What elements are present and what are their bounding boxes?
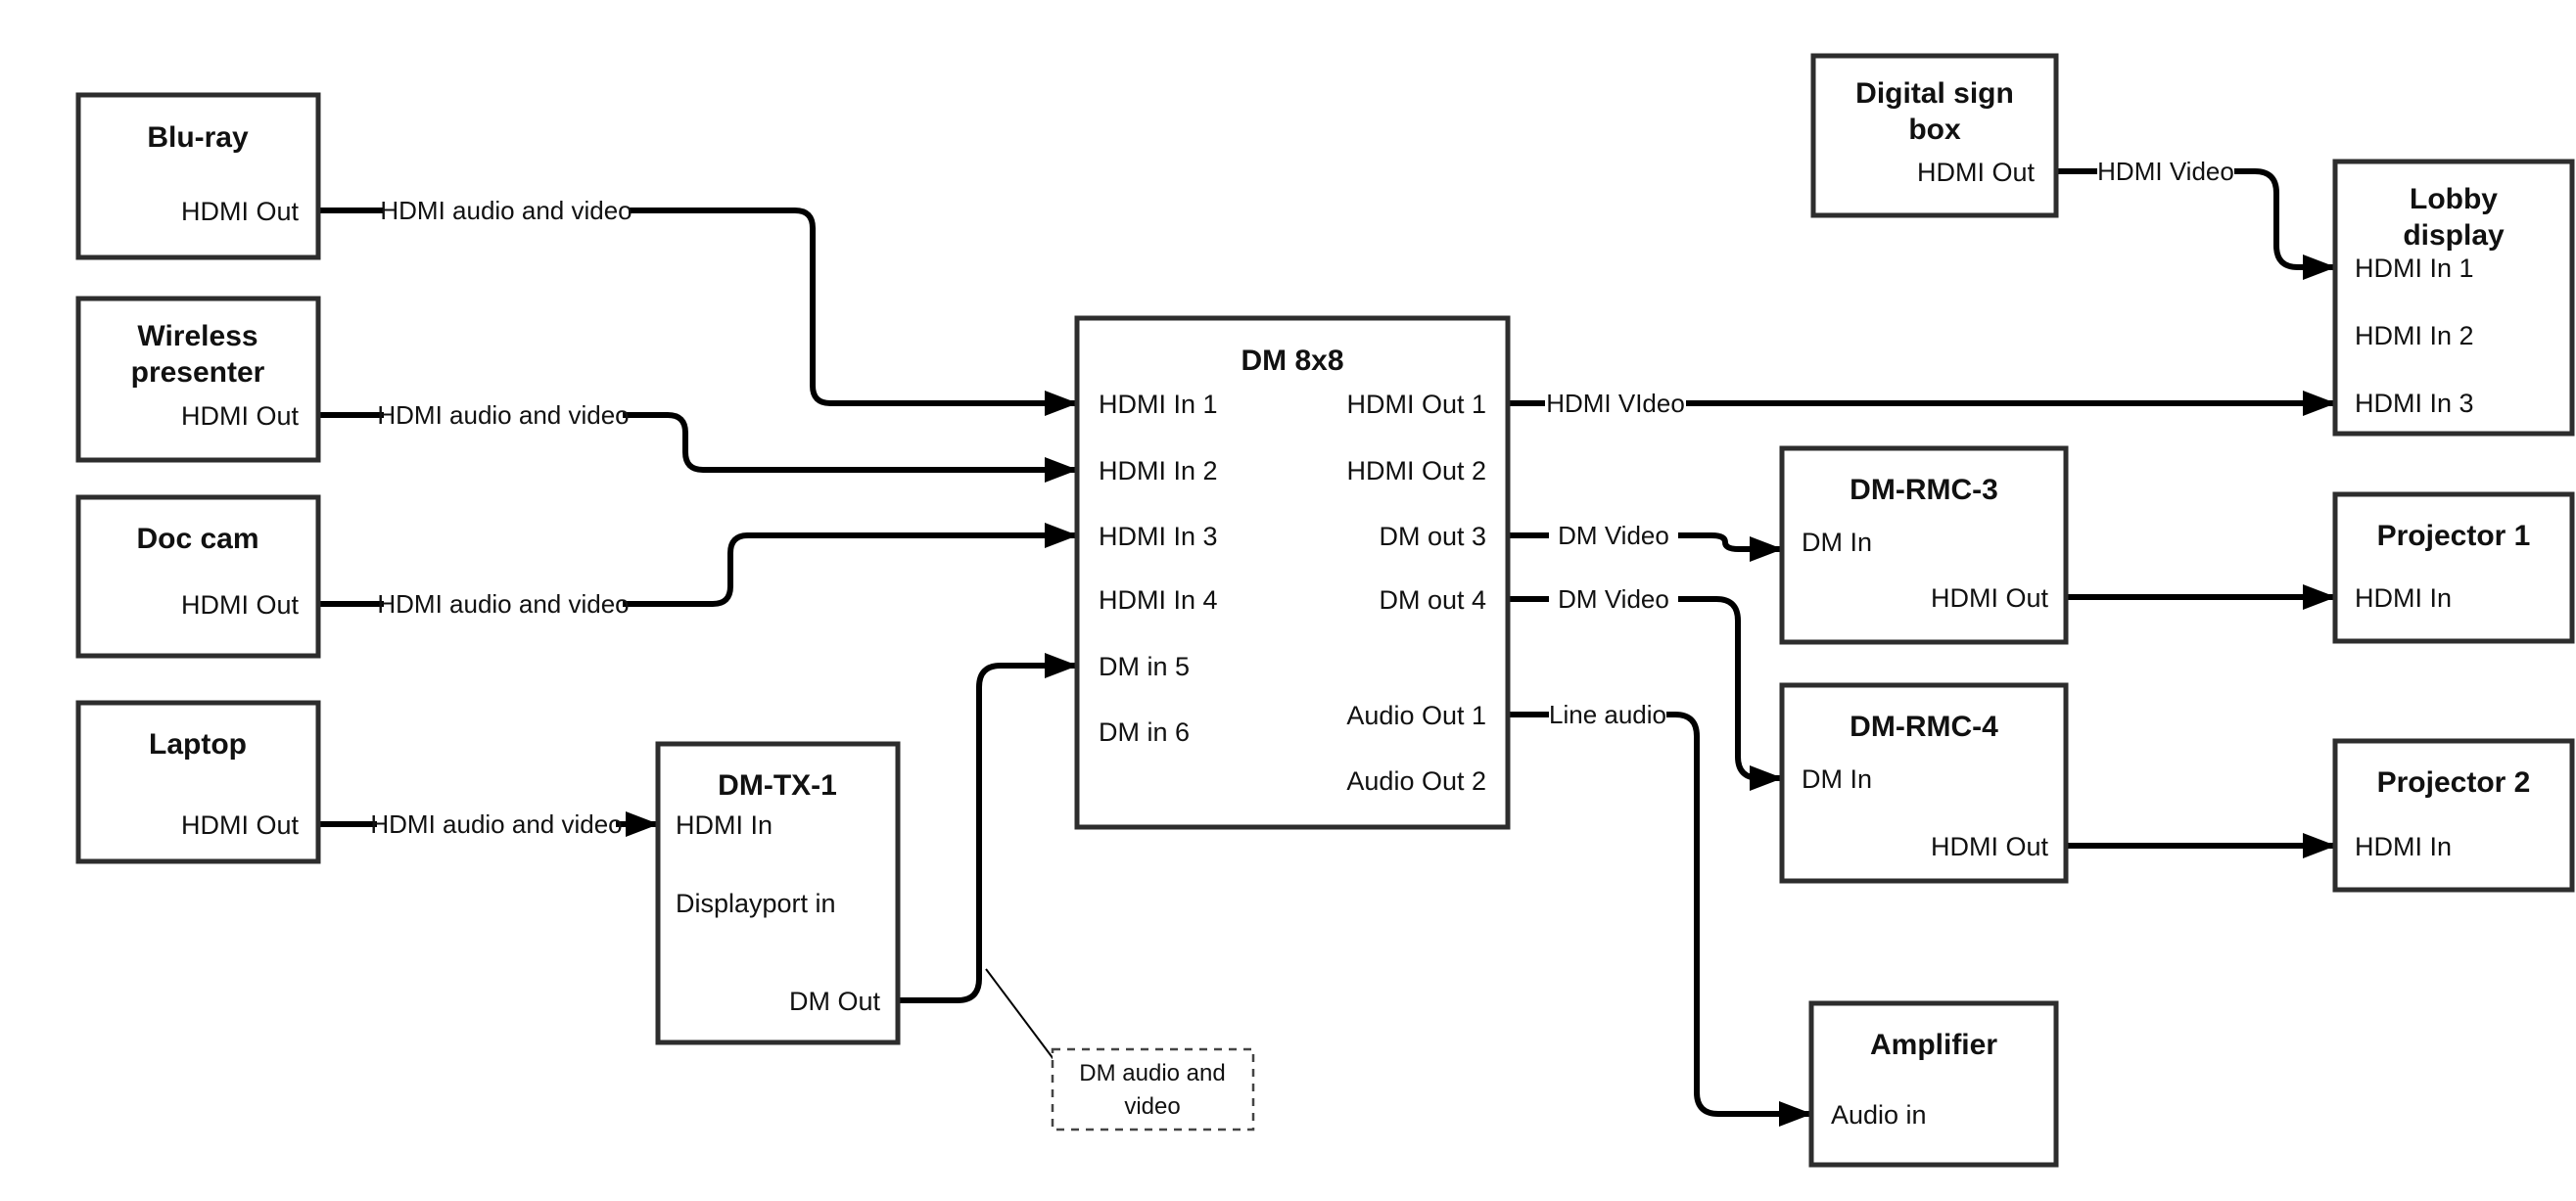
node-dm-tx-1: DM-TX-1 HDMI In Displayport in DM Out: [655, 741, 901, 1045]
callout-dm-audio-and-video: DM audio and video: [1051, 1047, 1255, 1132]
lobby-display-port-hdmi-in-2: HDMI In 2: [2355, 321, 2474, 350]
projector-1-port-hdmi-in: HDMI In: [2355, 583, 2452, 613]
dm-8x8-port-dm-out-3: DM out 3: [1379, 522, 1486, 551]
dm-tx-1-port-displayport-in: Displayport in: [676, 889, 836, 918]
label-bluray-line: HDMI audio and video: [380, 196, 632, 225]
laptop-title: Laptop: [149, 728, 247, 761]
dm-8x8-box: [1074, 315, 1511, 830]
wire-labels: HDMI audio and video HDMI audio and vide…: [370, 157, 2233, 839]
label-hdmiout1-line: HDMI VIdeo: [1546, 389, 1685, 418]
lobby-display-port-hdmi-in-3: HDMI In 3: [2355, 389, 2474, 418]
laptop-port-hdmi-out: HDMI Out: [181, 810, 300, 840]
wire-dmout3-to-dmrmc3: [1678, 532, 1783, 562]
callout-text-line1: DM audio and: [1079, 1060, 1225, 1086]
node-dm-rmc-4: DM-RMC-4 DM In HDMI Out: [1779, 682, 2069, 884]
lobby-display-title-line1: Lobby: [2410, 183, 2498, 215]
doc-cam-port-hdmi-out: HDMI Out: [181, 590, 300, 620]
dm-8x8-title: DM 8x8: [1241, 345, 1343, 377]
dm-rmc-4-port-dm-in: DM In: [1802, 764, 1872, 794]
doc-cam-box: [75, 494, 321, 659]
wire-dmout4-to-dmrmc4: [1678, 596, 1783, 791]
dm-rmc-3-port-hdmi-out: HDMI Out: [1931, 583, 2049, 613]
dm-rmc-4-port-hdmi-out: HDMI Out: [1931, 832, 2049, 861]
dm-8x8-port-dm-out-4: DM out 4: [1379, 585, 1486, 615]
label-audioout1-line: Line audio: [1549, 700, 1666, 729]
node-blu-ray: Blu-ray HDMI Out: [75, 92, 321, 260]
wire-digitalsign-to-lobby-in1: [2234, 168, 2336, 280]
digital-sign-title-line2: box: [1908, 114, 1961, 146]
dm-tx-1-port-dm-out: DM Out: [789, 987, 881, 1016]
dm-8x8-port-hdmi-in-2: HDMI In 2: [1099, 456, 1218, 485]
dm-rmc-3-title: DM-RMC-3: [1850, 474, 1998, 506]
node-doc-cam: Doc cam HDMI Out: [75, 494, 321, 659]
lobby-display-box: [2332, 159, 2575, 437]
doc-cam-title: Doc cam: [136, 523, 258, 555]
amplifier-box: [1808, 1000, 2059, 1168]
blu-ray-box: [75, 92, 321, 260]
label-dmout3-line: DM Video: [1558, 521, 1669, 550]
node-lobby-display: Lobby display HDMI In 1 HDMI In 2 HDMI I…: [2332, 159, 2575, 437]
label-dmout4-line: DM Video: [1558, 584, 1669, 614]
wireless-presenter-title-line1: Wireless: [137, 320, 258, 352]
wireless-presenter-title-line2: presenter: [131, 356, 265, 389]
dm-tx-1-box: [655, 741, 901, 1045]
dm-rmc-3-box: [1779, 445, 2069, 645]
wire-wireless-to-dm8x8-in2: [623, 412, 1078, 483]
wire-doccam-to-dm8x8-in3: [623, 523, 1078, 607]
dm-8x8-port-dm-in-6: DM in 6: [1099, 717, 1190, 747]
node-amplifier: Amplifier Audio in: [1808, 1000, 2059, 1168]
projector-2-port-hdmi-in: HDMI In: [2355, 832, 2452, 861]
node-wireless-presenter: Wireless presenter HDMI Out: [75, 296, 321, 463]
dm-rmc-3-port-dm-in: DM In: [1802, 528, 1872, 557]
node-projector-1: Projector 1 HDMI In: [2332, 491, 2575, 644]
digital-sign-port-hdmi-out: HDMI Out: [1917, 158, 2036, 187]
dm-rmc-4-box: [1779, 682, 2069, 884]
dm-8x8-port-hdmi-in-4: HDMI In 4: [1099, 585, 1218, 615]
node-dm-rmc-3: DM-RMC-3 DM In HDMI Out: [1779, 445, 2069, 645]
callout-dashed-box: [1051, 1047, 1255, 1132]
dm-tx-1-title: DM-TX-1: [718, 769, 837, 802]
digital-sign-title-line1: Digital sign: [1855, 77, 2014, 110]
node-projector-2: Projector 2 HDMI In: [2332, 738, 2575, 893]
wireless-presenter-box: [75, 296, 321, 463]
dm-8x8-port-hdmi-out-2: HDMI Out 2: [1346, 456, 1486, 485]
digital-sign-box: [1810, 53, 2059, 218]
blu-ray-title: Blu-ray: [147, 121, 249, 154]
node-dm-8x8: DM 8x8 HDMI In 1 HDMI In 2 HDMI In 3 HDM…: [1074, 315, 1511, 830]
laptop-box: [75, 700, 321, 864]
lobby-display-title-line2: display: [2403, 219, 2505, 252]
wire-bluray-to-dm8x8-in1: [629, 208, 1078, 416]
dm-8x8-port-hdmi-in-1: HDMI In 1: [1099, 390, 1218, 419]
label-digitalsign-line: HDMI Video: [2097, 157, 2234, 186]
dm-8x8-port-audio-out-2: Audio Out 2: [1346, 766, 1486, 796]
node-laptop: Laptop HDMI Out: [75, 700, 321, 864]
dm-8x8-port-dm-in-5: DM in 5: [1099, 652, 1190, 681]
projector-2-title: Projector 2: [2377, 766, 2531, 799]
dm-8x8-port-hdmi-in-3: HDMI In 3: [1099, 522, 1218, 551]
projector-1-box: [2332, 491, 2575, 644]
callout-text-line2: video: [1124, 1093, 1180, 1120]
callout-pointer-line: [985, 968, 1054, 1060]
wire-audioout1-to-amplifier: [1666, 712, 1812, 1127]
dm-8x8-port-hdmi-out-1: HDMI Out 1: [1346, 390, 1486, 419]
projector-1-title: Projector 1: [2377, 520, 2531, 552]
dm-tx-1-port-hdmi-in: HDMI In: [676, 810, 773, 840]
wire-dmtx1-to-dm8x8-in5: [898, 653, 1078, 1003]
wireless-presenter-port-hdmi-out: HDMI Out: [181, 401, 300, 431]
dm-8x8-port-audio-out-1: Audio Out 1: [1346, 701, 1486, 730]
projector-2-box: [2332, 738, 2575, 893]
node-digital-sign-box: Digital sign box HDMI Out: [1810, 53, 2059, 218]
lobby-display-port-hdmi-in-1: HDMI In 1: [2355, 254, 2474, 283]
label-doccam-line: HDMI audio and video: [377, 589, 629, 619]
connections: [318, 168, 2336, 1127]
dm-rmc-4-title: DM-RMC-4: [1850, 711, 1998, 743]
blu-ray-port-hdmi-out: HDMI Out: [181, 197, 300, 226]
label-wireless-line: HDMI audio and video: [377, 400, 629, 430]
label-laptop-line: HDMI audio and video: [370, 809, 622, 839]
amplifier-port-audio-in: Audio in: [1831, 1100, 1927, 1130]
amplifier-title: Amplifier: [1870, 1029, 1997, 1061]
